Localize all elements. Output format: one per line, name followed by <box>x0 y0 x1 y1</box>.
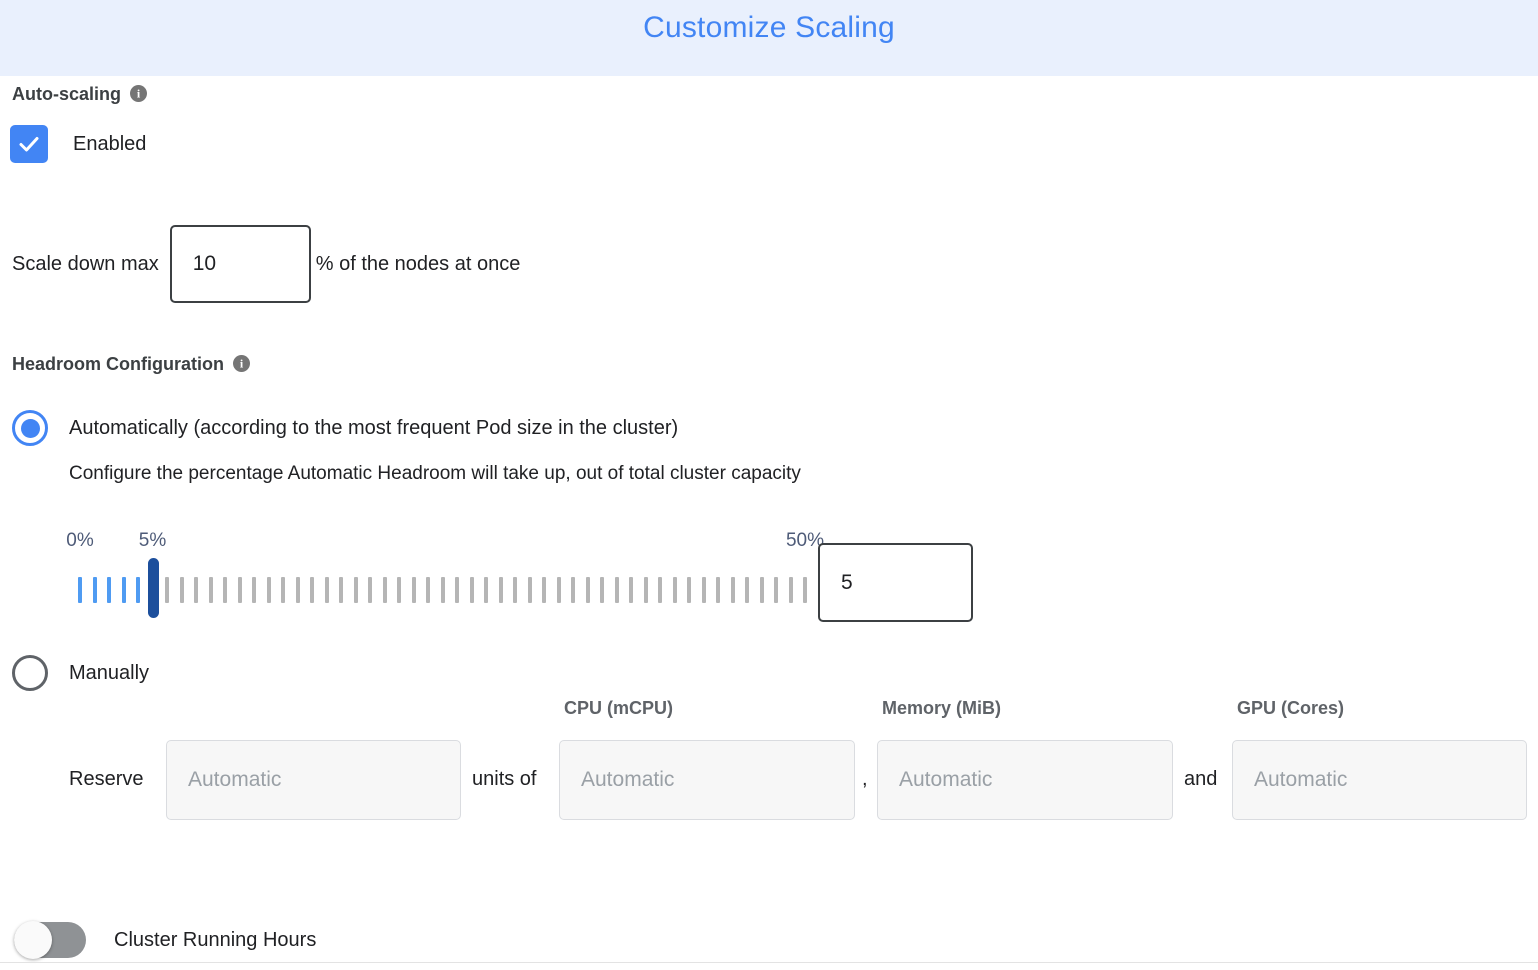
slider-tick[interactable] <box>803 577 807 603</box>
column-header-gpu: GPU (Cores) <box>1237 698 1345 718</box>
slider-tick-label: 50% <box>785 530 825 551</box>
slider-tick[interactable] <box>658 577 662 603</box>
enabled-checkbox[interactable] <box>10 125 48 163</box>
slider-tick[interactable] <box>382 577 387 603</box>
headroom-option-manually[interactable]: Manually <box>12 655 149 691</box>
slider-tick[interactable] <box>498 577 503 603</box>
radio-manually-label: Manually <box>69 661 150 684</box>
reserve-label: Reserve <box>69 768 144 790</box>
auto-scaling-section: Auto-scaling i <box>12 84 148 105</box>
slider-tick[interactable] <box>469 577 474 603</box>
scale-down-max-label: Scale down max <box>12 252 159 275</box>
slider-tick[interactable] <box>208 577 213 603</box>
cluster-running-hours-row[interactable]: Cluster Running Hours <box>14 921 317 959</box>
slider-tick[interactable] <box>121 577 126 603</box>
radio-manually[interactable] <box>12 655 48 691</box>
radio-automatically[interactable] <box>12 410 48 446</box>
slider-tick[interactable] <box>353 577 358 603</box>
slider-tick[interactable] <box>600 577 604 603</box>
slider-tick[interactable] <box>78 577 82 603</box>
slider-tick[interactable] <box>556 577 561 603</box>
slider-tick[interactable] <box>237 577 242 603</box>
slider-tick[interactable] <box>643 577 648 603</box>
slider-tick[interactable] <box>281 577 285 603</box>
page-title: Customize Scaling <box>643 11 895 44</box>
scale-down-max-input[interactable] <box>169 225 311 303</box>
headroom-configuration-section: Headroom Configuration i <box>12 354 250 375</box>
info-icon[interactable]: i <box>130 85 148 102</box>
column-header-memory: Memory (MiB) <box>882 698 1002 718</box>
slider-handle[interactable] <box>147 558 159 618</box>
slider-tick[interactable] <box>542 577 546 603</box>
reserve-memory-input[interactable] <box>877 740 1173 820</box>
auto-scaling-label: Auto-scaling <box>12 84 122 104</box>
slider-tick[interactable] <box>701 577 706 603</box>
slider-tick[interactable] <box>136 577 140 603</box>
slider-tick[interactable] <box>672 577 677 603</box>
slider-tick-label: 5% <box>138 530 167 551</box>
slider-tick-label: 0% <box>66 530 94 551</box>
reserve-row: Reserve units of , and <box>0 740 1538 820</box>
slider-tick[interactable] <box>223 577 227 603</box>
and-separator: and <box>1184 768 1218 790</box>
radio-automatically-label: Automatically (according to the most fre… <box>69 416 679 439</box>
slider-tick[interactable] <box>614 577 619 603</box>
radio-dot <box>20 418 40 438</box>
slider-tick[interactable] <box>194 577 198 603</box>
reserve-column-headers: CPU (mCPU) Memory (MiB) GPU (Cores) <box>0 698 1538 724</box>
slider-tick[interactable] <box>310 577 314 603</box>
reserve-units-input[interactable] <box>166 740 461 820</box>
comma-separator: , <box>862 768 868 790</box>
units-of-label: units of <box>472 768 537 790</box>
slider-tick[interactable] <box>411 577 416 603</box>
slider-tick[interactable] <box>513 577 517 603</box>
headroom-percentage-input[interactable] <box>818 543 973 622</box>
slider-tick[interactable] <box>165 577 169 603</box>
slider-tick[interactable] <box>774 577 778 603</box>
slider-tick[interactable] <box>368 577 372 603</box>
cluster-running-hours-label: Cluster Running Hours <box>114 928 317 951</box>
headroom-configuration-label: Headroom Configuration <box>12 354 224 374</box>
slider-tick[interactable] <box>788 577 793 603</box>
slider-tick[interactable] <box>629 577 633 603</box>
slider-tick[interactable] <box>339 577 343 603</box>
slider-tick[interactable] <box>92 577 97 603</box>
page-header: Customize Scaling <box>0 0 1538 76</box>
slider-tick[interactable] <box>730 577 735 603</box>
slider-tick[interactable] <box>440 577 445 603</box>
auto-scaling-enabled-row[interactable]: Enabled <box>10 125 146 163</box>
info-icon[interactable]: i <box>233 355 250 372</box>
slider-tick[interactable] <box>295 577 300 603</box>
headroom-automatically-description: Configure the percentage Automatic Headr… <box>69 463 801 484</box>
enabled-checkbox-label: Enabled <box>73 132 147 155</box>
toggle-knob <box>14 921 52 959</box>
slider-tick[interactable] <box>687 577 691 603</box>
scale-down-max-suffix: % of the nodes at once <box>315 252 521 275</box>
scale-down-max-row: Scale down max % of the nodes at once <box>12 225 520 303</box>
slider-tick-labels: 0% 5% 50% <box>0 530 1000 560</box>
slider-tick[interactable] <box>571 577 575 603</box>
headroom-option-automatically[interactable]: Automatically (according to the most fre… <box>12 410 678 446</box>
slider-tick[interactable] <box>484 577 488 603</box>
slider-tick[interactable] <box>527 577 532 603</box>
slider-tick[interactable] <box>397 577 401 603</box>
slider-tick[interactable] <box>716 577 720 603</box>
slider-tick[interactable] <box>759 577 764 603</box>
slider-tick[interactable] <box>585 577 590 603</box>
slider-tick[interactable] <box>745 577 749 603</box>
slider-tick[interactable] <box>107 577 111 603</box>
cluster-running-hours-toggle[interactable] <box>14 921 86 959</box>
slider-tick[interactable] <box>455 577 459 603</box>
column-header-cpu: CPU (mCPU) <box>564 698 674 718</box>
slider-tick[interactable] <box>179 577 184 603</box>
reserve-gpu-input[interactable] <box>1232 740 1527 820</box>
reserve-cpu-input[interactable] <box>559 740 855 820</box>
slider-tick[interactable] <box>426 577 430 603</box>
slider-tick[interactable] <box>252 577 256 603</box>
slider-track[interactable] <box>78 558 807 618</box>
slider-tick[interactable] <box>266 577 271 603</box>
headroom-slider[interactable]: 0% 5% 50% <box>0 530 1000 640</box>
slider-tick[interactable] <box>324 577 329 603</box>
bottom-divider <box>0 962 1538 963</box>
